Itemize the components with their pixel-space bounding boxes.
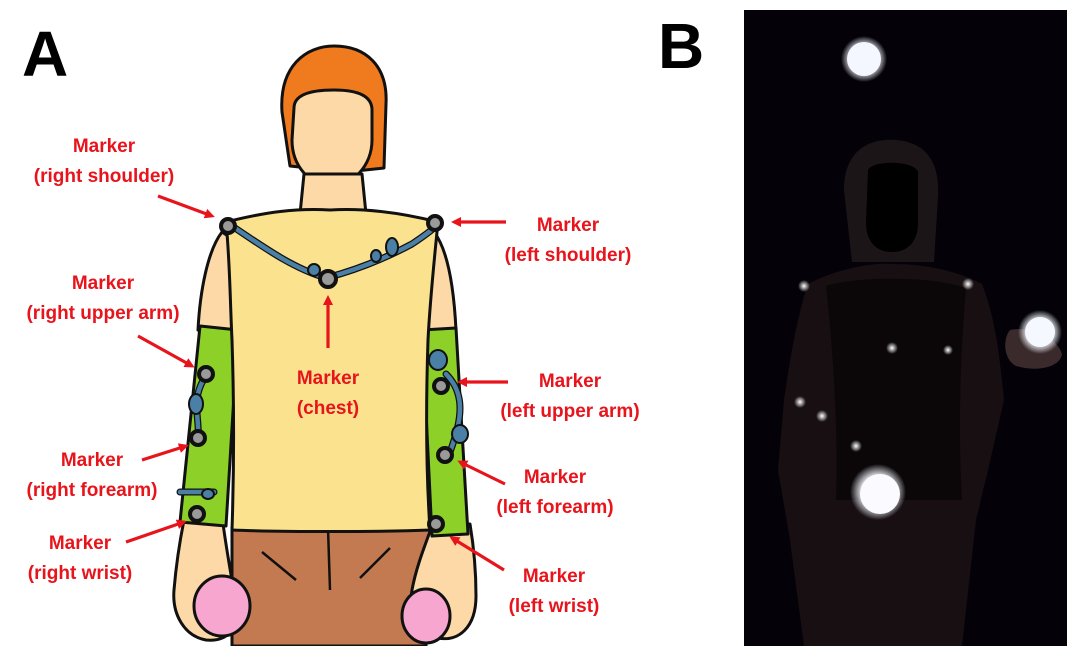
label-left-upper-arm-2: (left upper arm) (500, 401, 639, 422)
panel-b-label: B (658, 10, 704, 82)
label-left-forearm-1: Marker (524, 467, 587, 488)
label-left-shoulder-2: (left shoulder) (505, 245, 632, 266)
marker-left-shoulder-dot (428, 216, 442, 230)
marker-right-shoulder-dot (221, 219, 235, 233)
face (292, 90, 372, 186)
marker-left-wrist-dot (429, 517, 443, 531)
photo-ball-left-core (1025, 317, 1055, 347)
label-right-upper-arm-2: (right upper arm) (26, 303, 179, 324)
marker-right-forearm-dot (191, 431, 205, 445)
label-left-forearm-2: (left forearm) (496, 497, 613, 518)
neck (300, 174, 366, 214)
photo-ball-right-core (860, 474, 900, 514)
marker-right-upper-arm-dot (199, 367, 213, 381)
label-right-shoulder-1: Marker (73, 136, 136, 157)
right-ball (194, 576, 250, 636)
label-right-upper-arm-1: Marker (72, 273, 135, 294)
label-left-shoulder-1: Marker (537, 215, 600, 236)
photo-marker-head-core (847, 42, 881, 76)
marker-right-wrist-dot (190, 507, 204, 521)
arrow-right-shoulder (158, 196, 212, 216)
photo-face-mask (866, 163, 918, 252)
label-right-forearm-2: (right forearm) (27, 480, 158, 501)
label-left-wrist-1: Marker (523, 566, 586, 587)
motion-capture-photo (744, 10, 1067, 646)
person-illustration (174, 46, 476, 646)
label-right-wrist-1: Marker (49, 533, 112, 554)
arrow-right-wrist (126, 522, 184, 542)
panel-a-label: A (22, 18, 68, 90)
label-right-forearm-1: Marker (61, 450, 124, 471)
label-right-shoulder-2: (right shoulder) (34, 166, 174, 187)
left-ball (402, 589, 450, 643)
panel-a: A (22, 18, 640, 646)
marker-left-upper-arm-dot (434, 379, 448, 393)
label-left-upper-arm-1: Marker (539, 371, 602, 392)
arrow-right-upper-arm (138, 336, 192, 366)
panel-b: B (658, 10, 1067, 646)
arrow-left-forearm (460, 462, 505, 484)
photo-silhouette-shirt (826, 279, 966, 500)
marker-left-forearm-dot (438, 448, 452, 462)
label-left-wrist-2: (left wrist) (509, 596, 600, 617)
label-chest-1: Marker (297, 368, 360, 389)
marker-chest-dot (320, 271, 336, 287)
label-right-wrist-2: (right wrist) (28, 563, 133, 584)
arrow-right-forearm (142, 446, 186, 460)
label-chest-2: (chest) (297, 398, 359, 419)
